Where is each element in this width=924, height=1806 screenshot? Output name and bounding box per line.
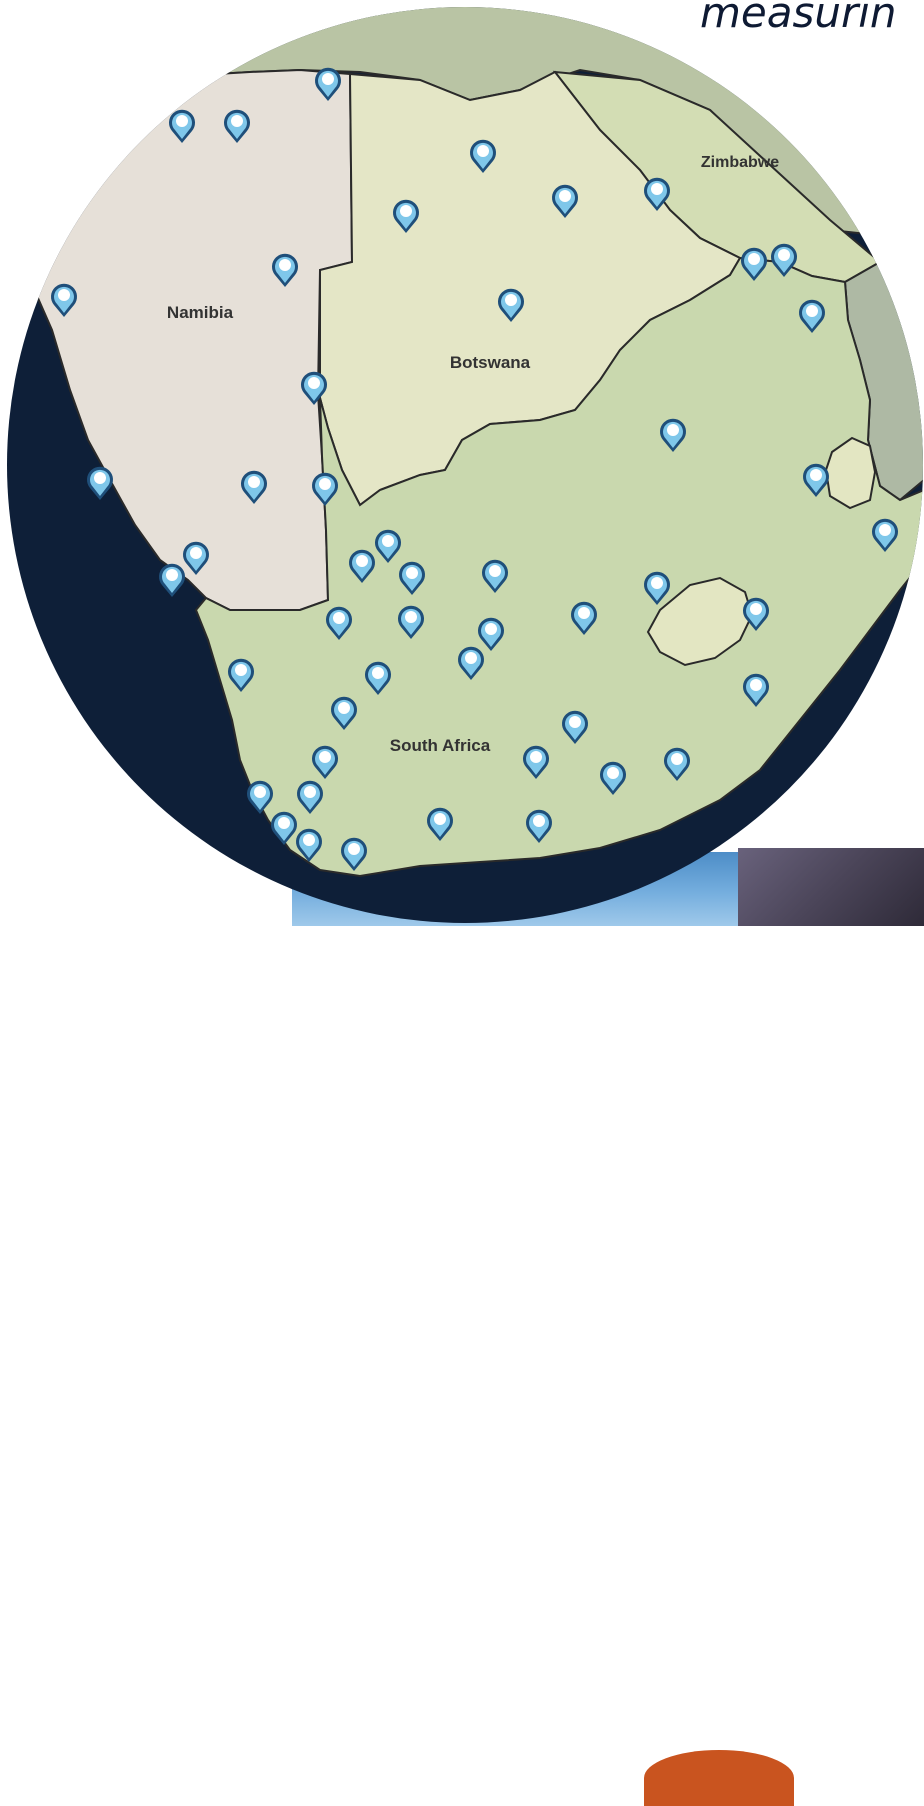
southern-africa-map[interactable]: Namibia Botswana Zimbabwe South Africa [0,0,924,926]
label-namibia: Namibia [167,303,234,322]
label-botswana: Botswana [450,353,531,372]
label-south-africa: South Africa [390,736,491,755]
photo-strip-dark [738,848,924,926]
caption-text: measurin [700,0,897,37]
region-south-africa [194,256,923,878]
photo-orange-object [644,1750,794,1806]
region-lesotho [646,576,754,667]
label-zimbabwe: Zimbabwe [701,154,779,171]
